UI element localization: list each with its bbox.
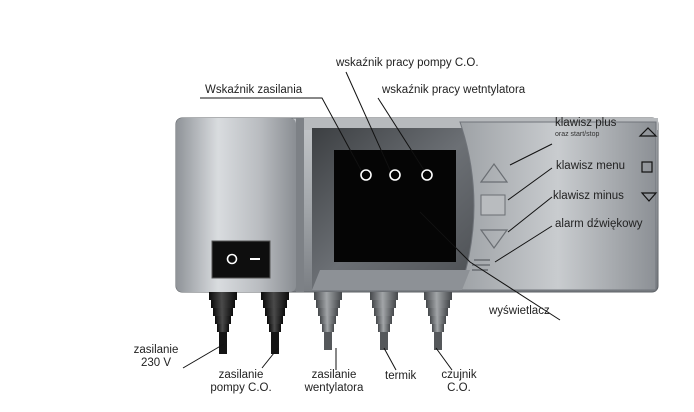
label-power-supply: zasilanie 230 V xyxy=(124,344,188,370)
label-power-supply-line1: zasilanie xyxy=(133,344,179,356)
display-screen xyxy=(334,150,456,262)
cable-pump-supply xyxy=(261,292,289,354)
fan-indicator-led xyxy=(421,169,433,181)
cable-power-230v xyxy=(209,292,237,354)
label-pump-supply: zasilanie pompy C.O. xyxy=(203,369,279,395)
label-power-supply-line2: 230 V xyxy=(140,357,172,369)
label-co-sensor: czujnik C.O. xyxy=(436,369,482,395)
label-fan-supply-line2: wentylatora xyxy=(304,382,364,394)
cable-thermostat xyxy=(370,292,398,350)
label-fan-supply: zasilanie wentylatora xyxy=(291,369,377,395)
label-thermostat: termik xyxy=(385,370,417,382)
label-key-plus: klawisz plus xyxy=(555,117,617,129)
power-switch xyxy=(211,240,271,279)
label-key-minus: klawisz minus xyxy=(553,190,624,202)
label-pump-indicator: wskaźnik pracy pompy C.O. xyxy=(336,57,479,69)
plus-button-icon xyxy=(479,162,509,183)
pump-indicator-led xyxy=(389,169,401,181)
label-pump-supply-line1: zasilanie xyxy=(218,369,264,381)
triangle-down-icon xyxy=(640,192,658,202)
label-power-indicator: Wskaźnik zasilania xyxy=(205,84,303,96)
label-co-sensor-line2: C.O. xyxy=(447,382,471,394)
label-key-plus-sub: oraz start/stop xyxy=(555,131,600,138)
label-fan-supply-line1: zasilanie xyxy=(311,369,357,381)
label-display: wyświetlacz xyxy=(489,305,550,317)
cable-fan-supply xyxy=(314,292,342,350)
triangle-up-icon xyxy=(638,127,658,137)
minus-button-icon xyxy=(479,229,509,250)
menu-button-icon xyxy=(480,194,506,216)
label-alarm: alarm dźwiękowy xyxy=(555,218,643,230)
label-fan-indicator: wskaźnik pracy wetntylatora xyxy=(382,84,526,96)
label-co-sensor-line1: czujnik xyxy=(441,369,477,381)
leader-lines xyxy=(182,71,561,371)
label-key-menu: klawisz menu xyxy=(556,160,626,172)
label-pump-supply-line2: pompy C.O. xyxy=(210,382,272,394)
square-icon xyxy=(641,161,653,173)
power-indicator-led xyxy=(360,169,372,181)
cable-co-sensor xyxy=(424,292,452,350)
